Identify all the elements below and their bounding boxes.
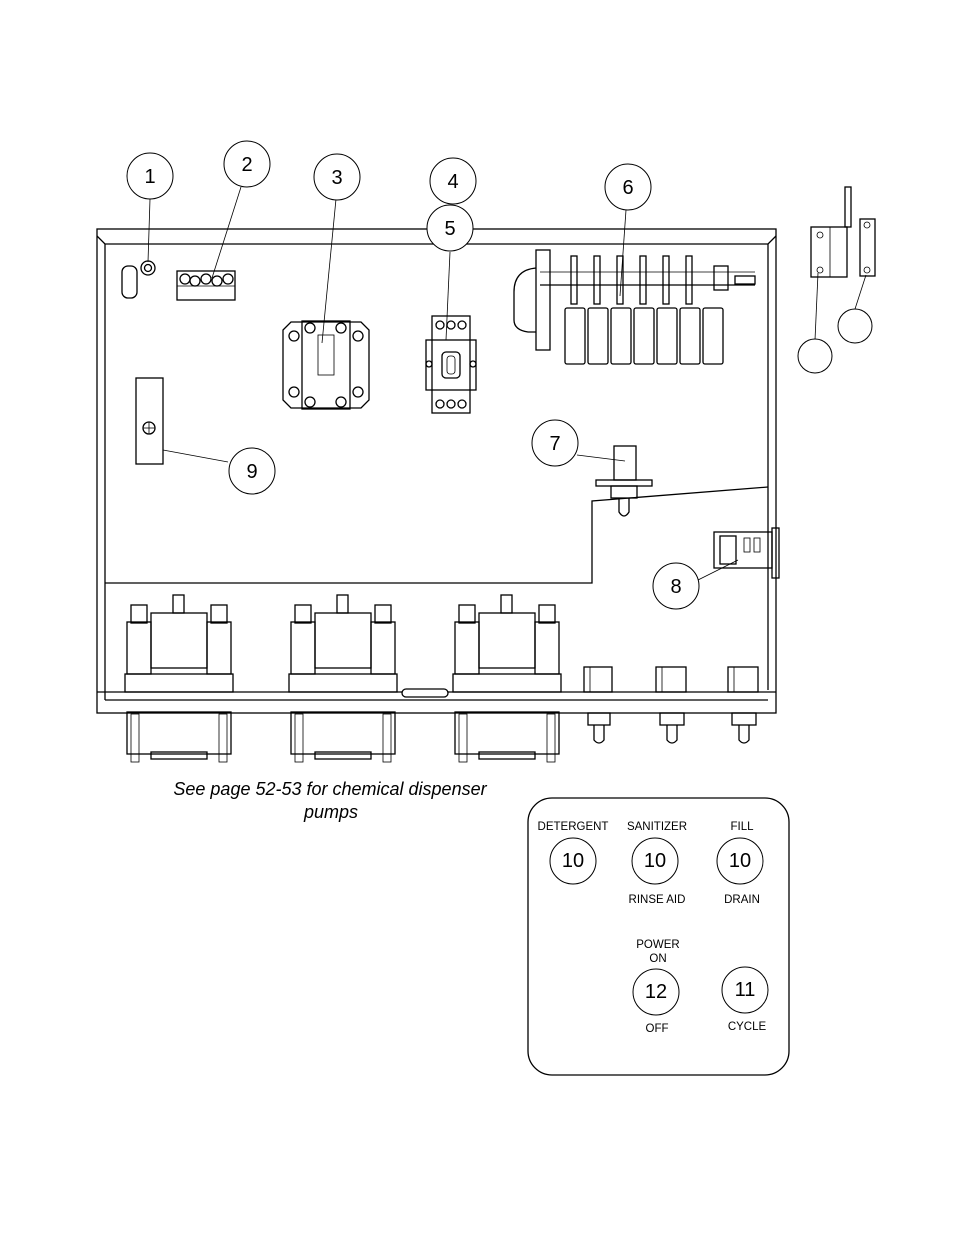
- callout-number: 9: [246, 461, 257, 483]
- detergent-label: DETERGENT: [538, 821, 609, 833]
- timer-cam-assembly: [513, 249, 756, 365]
- cycle-label: CYCLE: [728, 1021, 767, 1033]
- drain-label: DRAIN: [724, 894, 760, 906]
- fuse-holder: [713, 531, 773, 569]
- fill-label: FILL: [730, 821, 754, 833]
- callout-6: 6: [604, 163, 652, 211]
- callout-7: 7: [531, 419, 579, 467]
- detergent-number: 10: [562, 850, 584, 872]
- on-label: ON: [649, 953, 666, 965]
- contactor: [425, 315, 477, 414]
- cycle-number: 11: [735, 979, 756, 1001]
- sanitizer-label: SANITIZER: [627, 821, 687, 833]
- power-label: POWER: [636, 939, 679, 951]
- relay: [282, 320, 370, 410]
- dispenser-pump-2: [288, 594, 398, 763]
- note-line-1: See page 52-53 for chemical dispenser: [173, 779, 487, 799]
- door-switch: [797, 186, 876, 374]
- power-number: 12: [645, 981, 667, 1003]
- callout-1: 1: [126, 152, 174, 200]
- sanitizer-switch: SANITIZER 10 RINSE AID: [627, 821, 687, 906]
- switch-panel: DETERGENT 10 SANITIZER 10 RINSE AID FILL…: [527, 797, 790, 1076]
- leader-lines: [147, 186, 739, 581]
- toggle-switch: [595, 445, 653, 517]
- bottom-toggle-2: [655, 666, 687, 744]
- ground-stud: [121, 260, 156, 299]
- callout-number: 3: [331, 167, 342, 189]
- power-switch: POWER ON 12 OFF: [632, 939, 680, 1035]
- callout-9: 9: [228, 447, 276, 495]
- dispenser-pump-3: [452, 594, 562, 763]
- callout-8: 8: [652, 562, 700, 610]
- callout-2: 2: [223, 140, 271, 188]
- callout-number: 1: [144, 166, 155, 188]
- callout-number: 6: [622, 177, 633, 199]
- fill-switch: FILL 10 DRAIN: [716, 821, 764, 906]
- callout-number: 8: [670, 576, 681, 598]
- bottom-toggle-3: [727, 666, 759, 744]
- detergent-switch: DETERGENT 10: [538, 821, 609, 885]
- callout-4: 4: [429, 157, 477, 205]
- rinse-aid-label: RINSE AID: [629, 894, 686, 906]
- terminal-block: [176, 270, 236, 301]
- callout-3: 3: [313, 153, 361, 201]
- callout-number: 7: [549, 433, 560, 455]
- callout-number: 5: [444, 218, 455, 240]
- off-label: OFF: [646, 1023, 669, 1035]
- cycle-switch: 11 CYCLE: [721, 966, 769, 1033]
- mounting-bracket: [135, 377, 164, 465]
- sanitizer-number: 10: [644, 850, 666, 872]
- callout-5: 5: [426, 204, 474, 252]
- fill-number: 10: [729, 850, 751, 872]
- dispenser-pump-1: [124, 594, 234, 763]
- callout-number: 2: [241, 154, 252, 176]
- callout-number: 4: [447, 171, 458, 193]
- enclosure: [96, 228, 780, 714]
- note-line-2: pumps: [303, 802, 358, 822]
- bottom-toggle-1: [583, 666, 613, 744]
